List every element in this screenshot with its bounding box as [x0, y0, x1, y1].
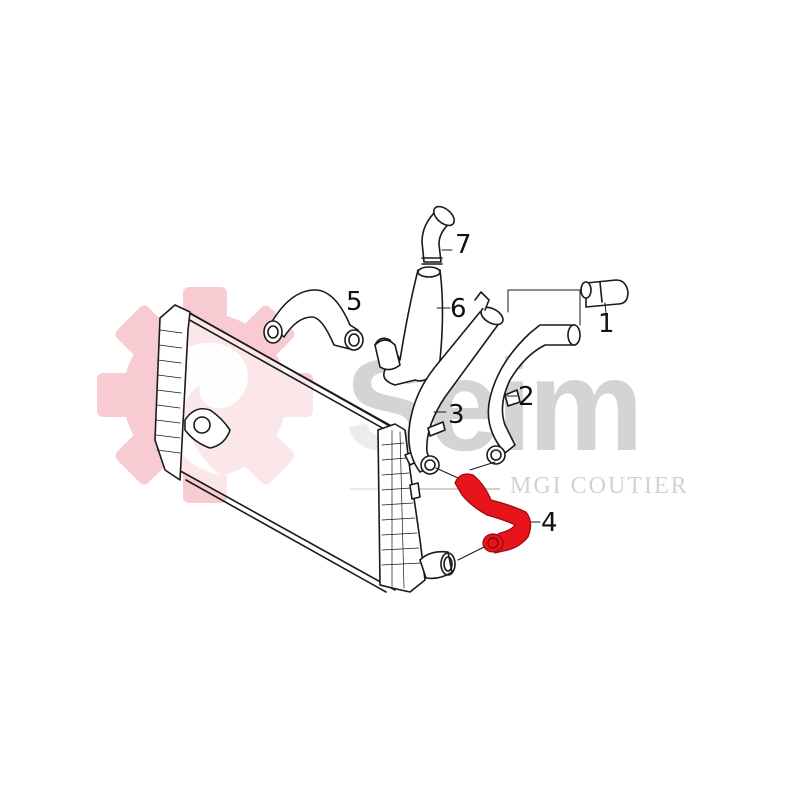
intercooler [154, 304, 456, 593]
hose-4-highlighted [454, 473, 532, 554]
callout-3: 3 [448, 400, 465, 430]
callout-6: 6 [450, 294, 467, 324]
callout-5: 5 [346, 287, 363, 317]
callout-1: 1 [598, 309, 615, 339]
callout-4: 4 [541, 508, 558, 538]
hose-1 [507, 279, 629, 326]
leader-lines [435, 461, 541, 561]
callout-7: 7 [455, 230, 472, 260]
hose-5 [263, 289, 364, 351]
callout-2: 2 [518, 382, 535, 412]
pipe-6 [374, 266, 451, 386]
elbow-7 [421, 205, 456, 265]
hose-2 [486, 324, 581, 465]
pipe-3 [407, 291, 504, 475]
watermark-subtitle: MGI COUTIER [510, 473, 689, 499]
